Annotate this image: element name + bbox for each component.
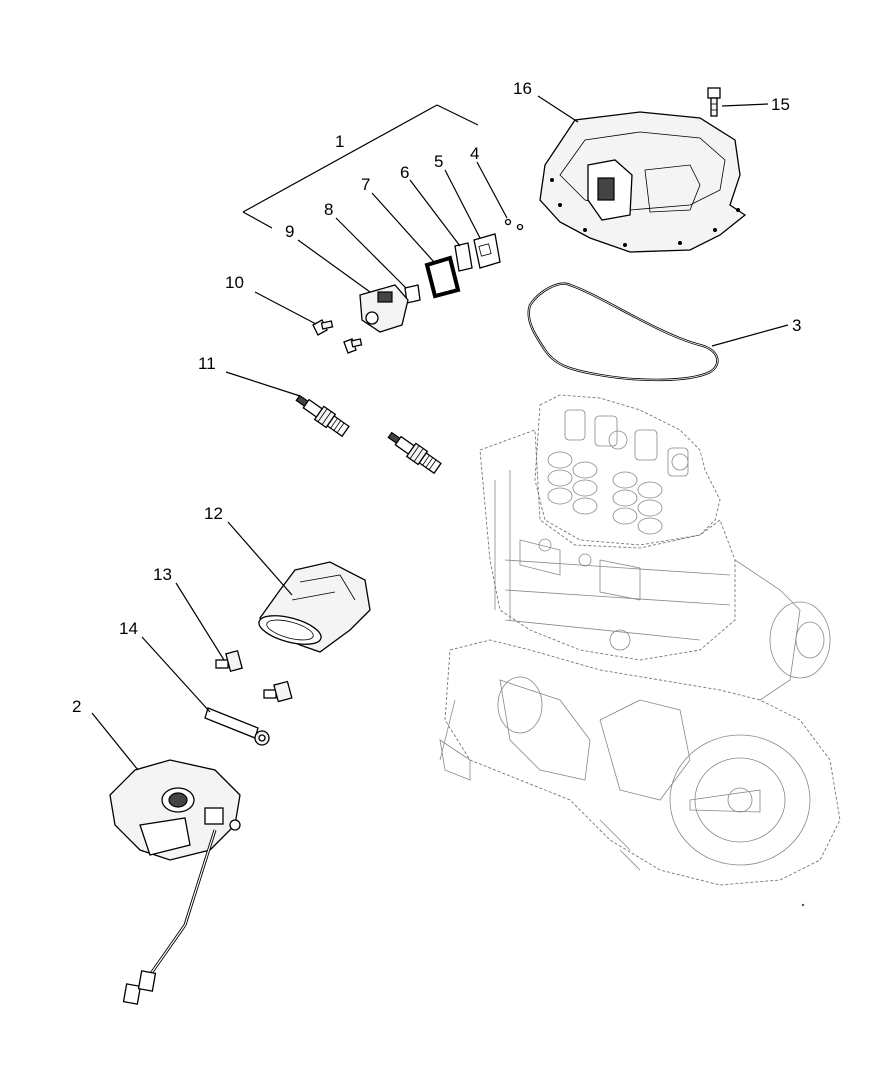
callout-labels: 1 2 3 4 5 6 7 8 9 10 11 12 13 14 15 16 xyxy=(72,79,801,716)
callout-7: 7 xyxy=(361,175,370,194)
valve-cover xyxy=(539,111,747,253)
cover-gasket xyxy=(527,282,719,382)
intake-adapter xyxy=(258,561,371,653)
callout-16: 16 xyxy=(513,79,532,98)
cover-bolt xyxy=(707,87,721,117)
callout-13: 13 xyxy=(153,565,172,584)
sensor-assembly xyxy=(359,218,524,333)
callout-6: 6 xyxy=(400,163,409,182)
callout-3: 3 xyxy=(792,316,801,335)
link-rod xyxy=(204,707,270,746)
throttle-body xyxy=(109,759,241,1005)
housing-bolts xyxy=(312,319,363,354)
callout-14: 14 xyxy=(119,619,138,638)
callout-12: 12 xyxy=(204,504,223,523)
callout-9: 9 xyxy=(285,222,294,241)
callout-10: 10 xyxy=(225,273,244,292)
adapter-bolts xyxy=(215,649,293,703)
callout-15: 15 xyxy=(771,95,790,114)
callout-5: 5 xyxy=(434,152,443,171)
leader-lines xyxy=(91,95,789,771)
engine-block-reference xyxy=(439,394,841,907)
callout-11: 11 xyxy=(198,354,216,373)
callout-4: 4 xyxy=(470,144,479,163)
callout-1: 1 xyxy=(335,132,344,151)
callout-2: 2 xyxy=(72,697,81,716)
spark-plugs xyxy=(295,394,442,475)
callout-8: 8 xyxy=(324,200,333,219)
